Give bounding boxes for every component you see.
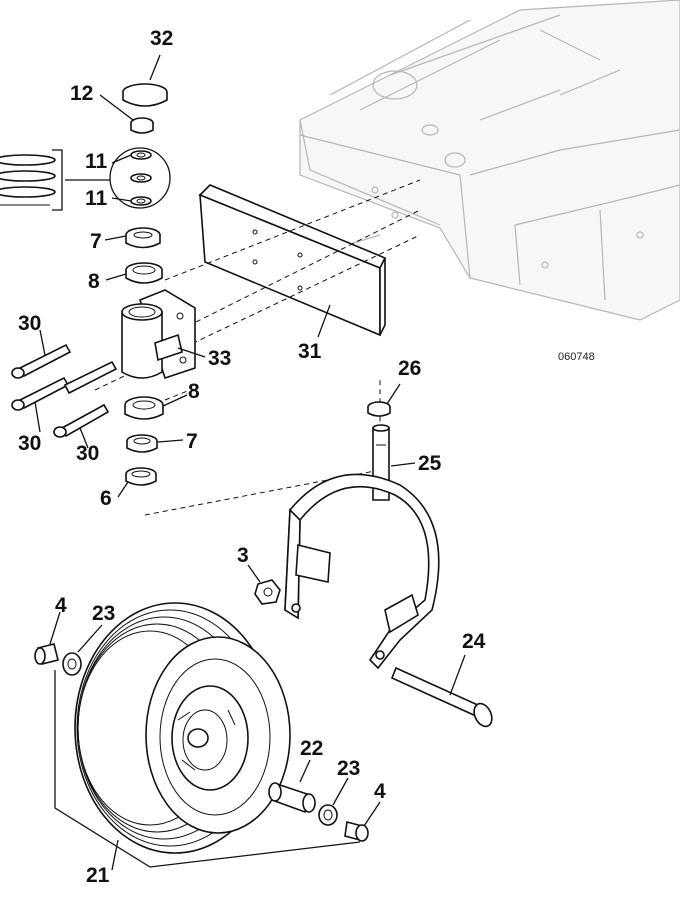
axle-bolt bbox=[390, 666, 493, 728]
callout-30-top: 30 bbox=[18, 312, 41, 335]
lower-bearing-stack bbox=[124, 396, 164, 486]
callout-6: 6 bbox=[100, 487, 112, 510]
callout-11-lower: 11 bbox=[85, 187, 108, 210]
callout-8-upper: 8 bbox=[88, 270, 100, 293]
callout-7-upper: 7 bbox=[90, 230, 102, 253]
callout-8-lower: 8 bbox=[188, 380, 200, 403]
mower-frame bbox=[299, 0, 680, 321]
callout-11-upper: 11 bbox=[85, 150, 108, 173]
figure-code: 060748 bbox=[558, 351, 595, 363]
caster-fork bbox=[284, 473, 440, 670]
callout-4-right: 4 bbox=[374, 780, 386, 803]
mounting-bracket bbox=[198, 184, 387, 337]
callout-26: 26 bbox=[398, 357, 421, 380]
callout-32: 32 bbox=[150, 27, 173, 50]
callout-21: 21 bbox=[86, 864, 110, 887]
callout-25: 25 bbox=[418, 452, 442, 475]
callout-23-right: 23 bbox=[337, 757, 360, 780]
callout-31: 31 bbox=[298, 340, 322, 363]
callout-23-left: 23 bbox=[92, 602, 115, 625]
callout-3: 3 bbox=[237, 544, 249, 567]
callout-30-middle: 30 bbox=[76, 442, 99, 465]
fork-nut bbox=[254, 579, 281, 605]
callout-33: 33 bbox=[208, 347, 231, 370]
callout-30-left: 30 bbox=[18, 432, 41, 455]
caster-stack bbox=[0, 83, 171, 284]
wheel-hardware bbox=[34, 643, 369, 842]
callout-24: 24 bbox=[462, 630, 486, 653]
bolts bbox=[11, 343, 118, 438]
caster-wheel bbox=[74, 602, 291, 854]
callout-4-left: 4 bbox=[55, 594, 67, 617]
leader-lines bbox=[34, 54, 466, 871]
callout-7-lower: 7 bbox=[186, 430, 198, 453]
callout-22: 22 bbox=[300, 737, 323, 760]
callout-labels: 32 12 11 11 7 8 30 33 31 8 30 30 7 6 26 … bbox=[18, 27, 595, 887]
caster-housing bbox=[121, 289, 196, 380]
callout-12: 12 bbox=[70, 82, 93, 105]
